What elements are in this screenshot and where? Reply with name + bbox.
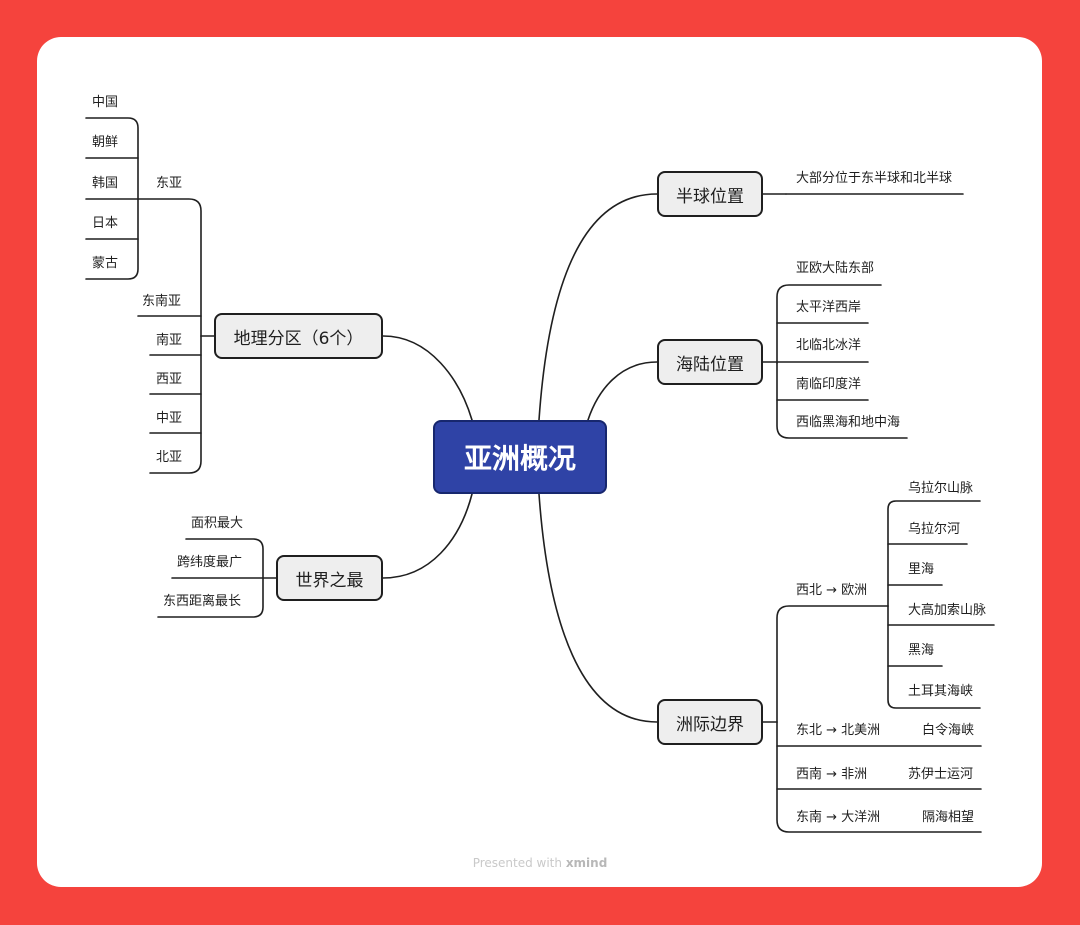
topic-superlatives[interactable]: 世界之最: [276, 555, 383, 601]
superlative-item[interactable]: 东西距离最长: [163, 594, 242, 609]
region-item[interactable]: 北亚: [156, 450, 183, 465]
boundary-northeast-detail[interactable]: 白令海峡: [922, 723, 975, 738]
europe-boundary-item[interactable]: 黑海: [908, 643, 935, 658]
boundary-southwest-detail[interactable]: 苏伊士运河: [908, 767, 974, 782]
europe-boundary-item[interactable]: 乌拉尔河: [908, 522, 961, 537]
land-sea-item[interactable]: 西临黑海和地中海: [796, 415, 901, 430]
country-item[interactable]: 日本: [92, 216, 119, 231]
central-topic[interactable]: 亚洲概况: [433, 420, 607, 494]
region-east-asia[interactable]: 东亚: [156, 176, 183, 191]
region-item[interactable]: 西亚: [156, 372, 183, 387]
hemisphere-item[interactable]: 大部分位于东半球和北半球: [796, 171, 953, 186]
topic-boundaries[interactable]: 洲际边界: [657, 699, 763, 745]
topic-regions[interactable]: 地理分区（6个）: [214, 313, 383, 359]
country-item[interactable]: 蒙古: [92, 256, 119, 271]
boundary-northeast[interactable]: 东北 → 北美洲: [796, 723, 881, 738]
region-item[interactable]: 中亚: [156, 411, 183, 426]
region-item[interactable]: 南亚: [156, 333, 183, 348]
footer-prefix: Presented with: [472, 856, 562, 870]
land-sea-item[interactable]: 北临北冰洋: [796, 338, 862, 353]
boundary-southeast[interactable]: 东南 → 大洋洲: [796, 810, 881, 825]
xmind-logo: xmind: [565, 856, 608, 870]
country-item[interactable]: 韩国: [92, 176, 119, 191]
boundary-southeast-detail[interactable]: 隔海相望: [922, 810, 975, 825]
land-sea-item[interactable]: 亚欧大陆东部: [796, 261, 875, 276]
europe-boundary-item[interactable]: 土耳其海峡: [908, 684, 974, 699]
boundary-southwest[interactable]: 西南 → 非洲: [796, 767, 868, 782]
superlative-item[interactable]: 面积最大: [191, 516, 244, 531]
europe-boundary-item[interactable]: 里海: [908, 562, 935, 577]
land-sea-item[interactable]: 南临印度洋: [796, 377, 862, 392]
boundary-northwest[interactable]: 西北 → 欧洲: [796, 583, 868, 598]
region-item[interactable]: 东南亚: [142, 294, 182, 309]
europe-boundary-item[interactable]: 乌拉尔山脉: [908, 481, 974, 496]
superlative-item[interactable]: 跨纬度最广: [177, 555, 243, 570]
presented-with-footer: Presented with xmind: [0, 856, 1080, 870]
country-item[interactable]: 朝鲜: [92, 135, 119, 150]
topic-hemisphere[interactable]: 半球位置: [657, 171, 763, 217]
topic-land-sea[interactable]: 海陆位置: [657, 339, 763, 385]
land-sea-item[interactable]: 太平洋西岸: [796, 300, 862, 315]
country-item[interactable]: 中国: [92, 95, 119, 110]
europe-boundary-item[interactable]: 大高加索山脉: [908, 603, 987, 618]
